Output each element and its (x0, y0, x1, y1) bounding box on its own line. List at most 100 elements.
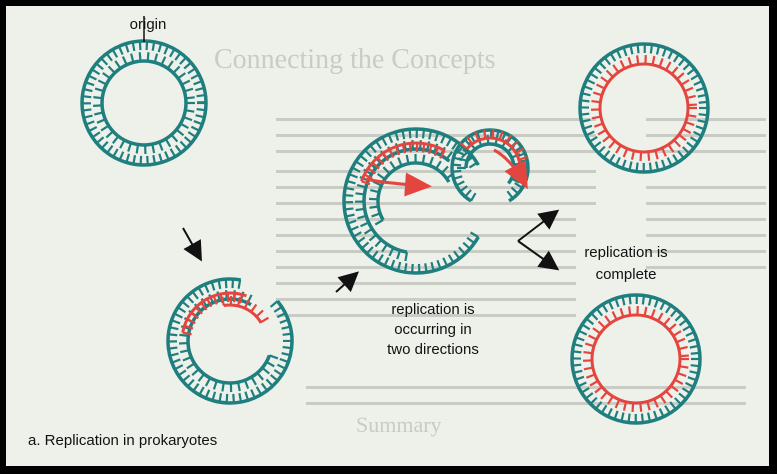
base-tick (181, 124, 189, 128)
base-tick (188, 132, 196, 137)
base-tick (679, 393, 686, 399)
strand-backbone (224, 305, 261, 323)
dna-loop-outer-3 (452, 130, 528, 201)
base-tick (257, 373, 263, 380)
base-tick (159, 154, 162, 163)
base-tick (95, 89, 104, 92)
base-tick (624, 149, 627, 157)
base-tick (410, 129, 411, 138)
base-tick (362, 242, 369, 248)
base-tick (93, 97, 102, 98)
base-tick (102, 142, 108, 149)
base-tick (601, 392, 607, 399)
base-tick (688, 377, 696, 380)
base-tick (691, 137, 699, 142)
base-tick (283, 334, 292, 335)
base-tick (390, 162, 395, 170)
base-tick (119, 46, 123, 54)
base-tick (128, 143, 131, 152)
base-tick (89, 127, 97, 131)
base-tick (590, 73, 598, 78)
base-tick (696, 126, 704, 129)
base-tick (430, 157, 433, 165)
base-tick (454, 176, 463, 179)
base-tick (467, 238, 474, 243)
base-tick (699, 114, 708, 115)
base-tick (469, 163, 477, 168)
base-tick (348, 221, 357, 224)
base-tick (214, 381, 217, 390)
base-tick (602, 405, 607, 413)
base-tick (658, 313, 663, 321)
base-tick (405, 252, 407, 261)
base-tick (183, 357, 191, 360)
base-tick (234, 293, 235, 302)
base-tick (120, 152, 124, 160)
flow-arrow (183, 228, 200, 258)
base-tick (178, 73, 185, 78)
base-tick (193, 292, 198, 299)
base-tick (661, 302, 665, 310)
dna-inner-strand-3 (355, 140, 452, 261)
base-tick (109, 66, 115, 72)
base-tick (92, 132, 99, 137)
base-tick (197, 109, 206, 110)
base-tick (514, 163, 523, 164)
base-tick (665, 406, 670, 414)
base-tick (159, 43, 161, 52)
base-tick (165, 152, 169, 160)
base-tick (226, 290, 227, 299)
base-tick (262, 368, 269, 374)
base-tick (126, 154, 129, 163)
base-tick (584, 86, 592, 89)
base-tick (172, 359, 180, 362)
base-tick (251, 390, 255, 398)
base-tick (155, 54, 157, 63)
base-tick (345, 208, 354, 209)
base-tick (86, 121, 94, 124)
base-tick (642, 414, 643, 423)
base-tick (171, 149, 176, 157)
base-tick (687, 142, 694, 148)
base-tick (447, 138, 451, 146)
base-tick (458, 158, 467, 161)
base-tick (177, 130, 184, 136)
base-tick (212, 282, 215, 291)
background-text: Connecting the Concepts Summary (214, 44, 766, 437)
base-tick (616, 145, 621, 153)
base-tick (133, 155, 135, 164)
base-tick (675, 314, 681, 320)
origin-label: origin (118, 16, 178, 34)
base-tick (171, 135, 177, 142)
base-tick (594, 123, 602, 126)
base-tick (594, 142, 601, 148)
base-tick (471, 193, 476, 201)
base-tick (355, 193, 364, 194)
base-tick (580, 100, 589, 101)
complete-label: replication is complete (566, 242, 686, 286)
base-tick (699, 102, 708, 103)
background-heading: Connecting the Concepts (214, 44, 496, 75)
base-tick (638, 44, 639, 53)
ghost-line (276, 218, 576, 221)
base-tick (679, 366, 688, 367)
base-tick (191, 127, 199, 131)
base-tick (123, 57, 127, 65)
base-tick (598, 130, 606, 134)
base-tick (586, 393, 593, 399)
dna-center-strand-3 (369, 154, 454, 224)
base-tick (593, 93, 602, 96)
base-tick (412, 140, 413, 149)
ghost-line (646, 234, 766, 237)
base-tick (245, 392, 248, 401)
base-tick (664, 318, 670, 325)
base-tick (683, 326, 691, 331)
base-tick (597, 309, 603, 316)
figure-panel: Connecting the Concepts Summary (6, 6, 769, 466)
base-tick (449, 255, 454, 263)
ghost-line (276, 202, 596, 205)
base-tick (616, 298, 619, 307)
dna-strands (82, 41, 708, 423)
dna-new-strand-4 (591, 55, 697, 161)
